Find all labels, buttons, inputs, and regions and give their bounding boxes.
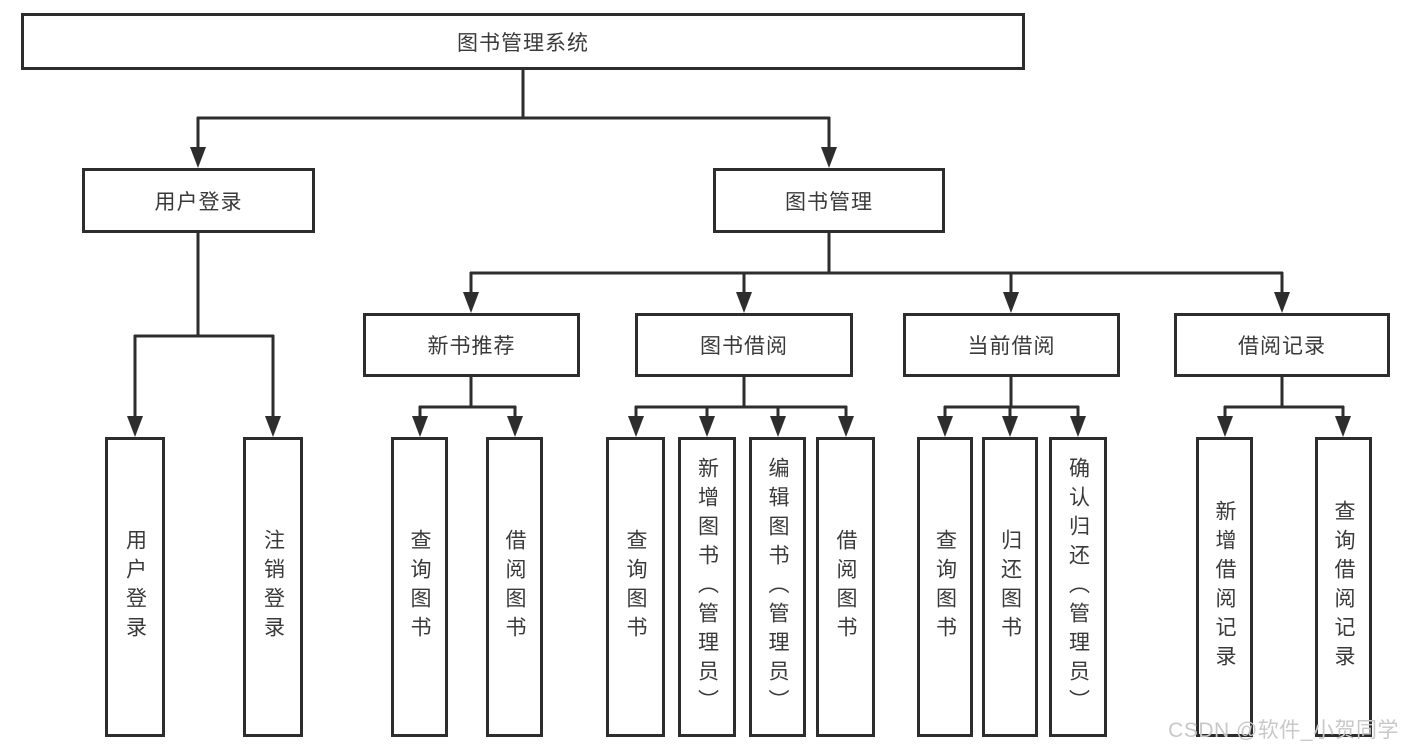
node-book-borrowing: 图书借阅 <box>635 313 853 377</box>
leaf-add-books-admin: 新增图书（管理员） <box>678 437 736 737</box>
node-library-system: 图书管理系统 <box>21 13 1025 70</box>
leaf-label: 借阅图书 <box>503 529 526 645</box>
leaf-label: 新增借阅记录 <box>1213 500 1236 674</box>
leaf-label: 注销登录 <box>261 529 285 645</box>
leaf-edit-books-admin: 编辑图书（管理员） <box>749 437 806 737</box>
node-user-login: 用户登录 <box>82 168 315 233</box>
leaf-label: 归还图书 <box>998 529 1022 645</box>
leaf-label: 查询图书 <box>408 529 431 645</box>
leaf-return-books: 归还图书 <box>982 437 1038 737</box>
leaf-label: 编辑图书（管理员） <box>766 456 789 718</box>
leaf-borrow-books-borrowing: 借阅图书 <box>816 437 875 737</box>
node-borrowing-records: 借阅记录 <box>1174 313 1390 377</box>
leaf-query-books-borrowing: 查询图书 <box>606 437 665 737</box>
node-current-borrowing: 当前借阅 <box>903 313 1120 377</box>
leaf-query-borrow-record: 查询借阅记录 <box>1315 437 1372 737</box>
node-book-management: 图书管理 <box>713 168 945 233</box>
leaf-user-login: 用户登录 <box>105 437 165 737</box>
node-new-book-recommendation: 新书推荐 <box>363 313 580 377</box>
leaf-label: 查询图书 <box>624 529 647 645</box>
leaf-label: 查询图书 <box>933 529 957 645</box>
leaf-label: 新增图书（管理员） <box>695 456 719 718</box>
leaf-query-books-current: 查询图书 <box>917 437 973 737</box>
leaf-logout-login: 注销登录 <box>243 437 303 737</box>
leaf-add-borrow-record: 新增借阅记录 <box>1196 437 1253 737</box>
leaf-query-books-recommend: 查询图书 <box>391 437 448 737</box>
leaf-confirm-return-admin: 确认归还（管理员） <box>1049 437 1107 737</box>
leaf-label: 借阅图书 <box>834 529 857 645</box>
leaf-label: 查询借阅记录 <box>1332 500 1355 674</box>
csdn-watermark: CSDN @软件_小贺同学 <box>1168 719 1399 742</box>
leaf-borrow-books-recommend: 借阅图书 <box>486 437 543 737</box>
leaf-label: 确认归还（管理员） <box>1066 456 1090 718</box>
leaf-label: 用户登录 <box>123 529 147 645</box>
